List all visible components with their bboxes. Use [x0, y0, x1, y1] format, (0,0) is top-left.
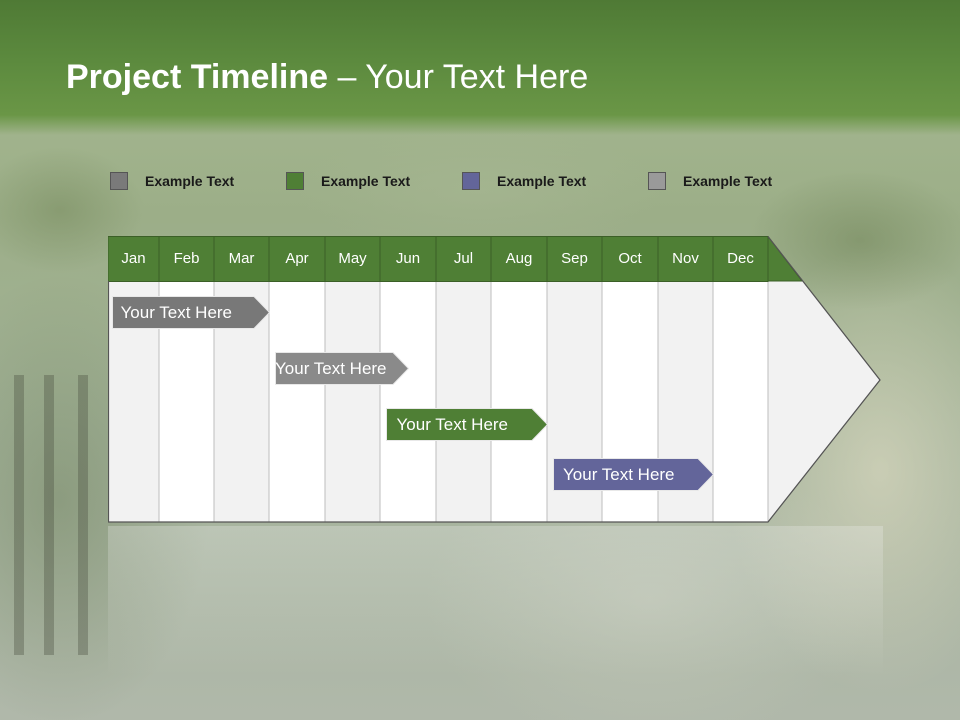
month-label-dec: Dec	[727, 250, 754, 267]
month-column-may	[324, 280, 381, 523]
month-header-cell-jul	[435, 236, 492, 282]
slide-title-rest: – Your Text Here	[328, 58, 589, 96]
month-label-may: May	[338, 250, 367, 267]
timeline-arrow-shape	[108, 236, 881, 523]
legend-swatch-3	[462, 172, 480, 190]
month-label-nov: Nov	[672, 250, 699, 267]
timeline-arrow-outline	[108, 236, 881, 523]
timeline-bar-arrow-shape	[386, 408, 548, 441]
month-column-apr	[268, 280, 326, 523]
legend-item-4: Example Text	[648, 170, 772, 192]
legend-label-3: Example Text	[497, 173, 587, 189]
month-header-cell-jun	[379, 236, 437, 282]
legend-label-4: Example Text	[683, 173, 773, 189]
legend-swatch-2	[286, 172, 304, 190]
timeline-bar-label: Your Text Here	[275, 359, 387, 378]
month-label-apr: Apr	[285, 250, 309, 267]
timeline-bar-4: Your Text Here	[553, 458, 714, 491]
month-header-cell-dec	[712, 236, 769, 282]
legend-label-2: Example Text	[321, 173, 411, 189]
month-header-cell-aug	[490, 236, 548, 282]
month-label-feb: Feb	[173, 250, 200, 267]
timeline-bar-1: Your Text Here	[112, 296, 270, 329]
slide-title-bold: Project Timeline	[66, 58, 329, 96]
month-header-cell-sep	[546, 236, 603, 282]
timeline-reflection	[108, 526, 883, 676]
month-label-jun: Jun	[395, 250, 421, 267]
timeline-bar-arrow-shape	[112, 296, 270, 329]
timeline-bar-label: Your Text Here	[396, 415, 509, 434]
timeline-bar-label: Your Text Here	[120, 303, 233, 322]
timeline-bar-label: Your Text Here	[563, 465, 675, 484]
timeline-bar-3: Your Text Here	[386, 408, 548, 441]
slide-title: Project Timeline – Your Text Here	[66, 58, 588, 97]
month-column-dec	[712, 280, 769, 523]
month-header-cell-jan	[108, 236, 160, 282]
month-label-sep: Sep	[561, 250, 588, 267]
timeline-bar-2: Your Text Here	[275, 352, 409, 385]
month-header-cell-nov	[657, 236, 714, 282]
timeline: Jan Feb Mar Apr May Jun Jul Aug Sep Oct Nov Dec You…	[108, 236, 883, 526]
legend-item-3: Example Text	[462, 170, 586, 192]
month-label-mar: Mar	[228, 250, 255, 267]
timeline-bar-arrow-shape	[553, 458, 714, 491]
month-label-jan: Jan	[121, 250, 146, 267]
month-header-cell-oct	[601, 236, 659, 282]
month-column-jul	[435, 280, 492, 523]
month-label-aug: Aug	[505, 250, 533, 267]
legend-label-1: Example Text	[145, 173, 235, 189]
month-label-oct: Oct	[618, 250, 642, 267]
month-column-aug	[490, 280, 548, 523]
timeline-bar-arrow-shape	[275, 352, 409, 385]
legend-item-1: Example Text	[110, 170, 234, 192]
month-header-cell-mar	[213, 236, 270, 282]
legend-item-2: Example Text	[286, 170, 410, 192]
legend-swatch-4	[648, 172, 666, 190]
month-header-cell-apr	[268, 236, 326, 282]
month-label-jul: Jul	[453, 250, 474, 267]
background-fence	[0, 375, 108, 655]
title-bar: Project Timeline – Your Text Here	[0, 0, 960, 135]
legend-swatch-1	[110, 172, 128, 190]
month-column-jun	[379, 280, 437, 523]
